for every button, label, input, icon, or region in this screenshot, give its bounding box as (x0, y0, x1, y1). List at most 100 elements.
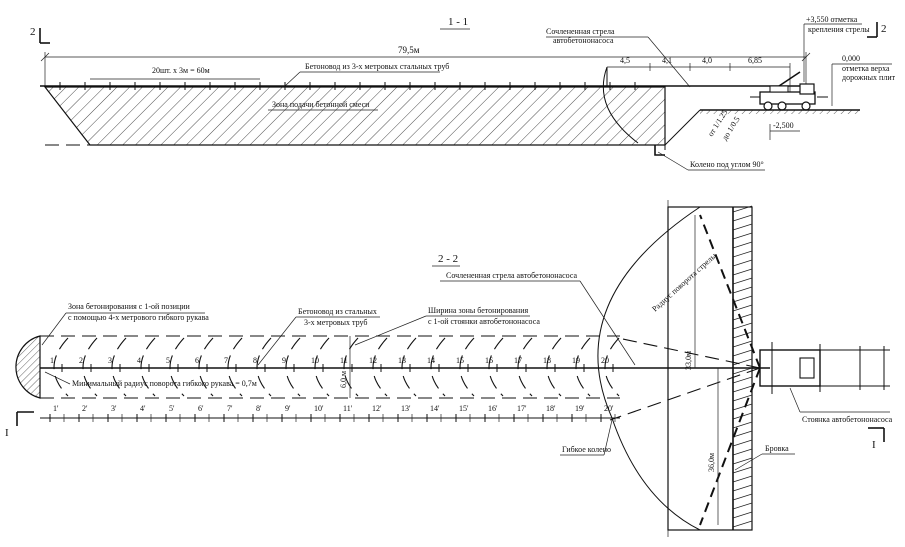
min-radius-label: Минимальный радиус поворота гибкого рука… (72, 379, 257, 388)
marker-i-right: I (872, 439, 876, 451)
embankment-hatch (732, 520, 753, 528)
pipe-number: 15' (459, 404, 469, 413)
zone-first-1: Зона бетонирования с 1-ой позиции (68, 302, 191, 311)
embankment-hatch (732, 457, 753, 465)
position-number: 16 (485, 356, 493, 365)
pipe-number: 5' (169, 404, 175, 413)
mark-top-1: +3,550 отметка (806, 15, 858, 24)
position-arc (256, 337, 272, 397)
mark-zero-3: дорожных плит (842, 73, 896, 82)
pipe-number: 6' (198, 404, 204, 413)
position-arc (314, 337, 330, 397)
parking-label: Стоянка автобетононасоса (802, 415, 893, 424)
position-arc (488, 337, 504, 397)
embankment-hatch (732, 340, 753, 348)
position-arc (430, 337, 446, 397)
embankment-hatch (732, 259, 753, 267)
pipeline-label: Бетоновод из 3-х метровых стальных труб (305, 62, 449, 71)
position-number: 13 (398, 356, 406, 365)
brovka-label: Бровка (765, 444, 789, 453)
pipe-number: 14' (430, 404, 440, 413)
embankment-hatch (732, 484, 753, 492)
pipe-number: 19' (575, 404, 585, 413)
embankment-hatch (732, 241, 753, 249)
position-number: 11 (340, 356, 348, 365)
position-arc (604, 337, 620, 397)
section-2-title: 2 - 2 (438, 253, 458, 265)
pipe-number: 18' (546, 404, 556, 413)
pipe-number: 9' (285, 404, 291, 413)
position-number: 9 (282, 356, 286, 365)
position-number: 17 (514, 356, 522, 365)
embankment-hatch (732, 214, 753, 222)
dim-4-1: 4,1 (662, 56, 672, 65)
boom-radius-arc (597, 206, 701, 531)
section-marker-right: 2 (867, 22, 887, 38)
embankment-hatch (732, 331, 753, 339)
pipe-number: 2' (82, 404, 88, 413)
embankment-hatch (732, 358, 753, 366)
position-arc (343, 337, 359, 397)
embankment-hatch (732, 286, 753, 294)
pipe-number: 3' (111, 404, 117, 413)
dim-6-85: 6,85 (748, 56, 762, 65)
embankment-hatch (732, 268, 753, 276)
position-number: 8 (253, 356, 257, 365)
boom-arc-section (602, 66, 639, 144)
mark-zero-2: отметка верха (842, 64, 890, 73)
elbow-label: Колено под углом 90° (690, 160, 764, 169)
mark-bottom: -2,500 (773, 121, 794, 130)
pipe-number: 8' (256, 404, 262, 413)
embankment-hatch (732, 250, 753, 258)
pipe-number: 16' (488, 404, 498, 413)
position-arc (169, 337, 185, 397)
position-number: 6 (195, 356, 199, 365)
embankment-hatch (732, 475, 753, 483)
width-dimension: 6,0 м (339, 336, 351, 398)
position-number: 15 (456, 356, 464, 365)
dim-4-0: 4,0 (702, 56, 712, 65)
pump-truck-plan (752, 342, 890, 394)
pipes-count-note: 20шт. х 3м = 60м (152, 66, 210, 75)
span-dims: 33,0м 36,0м (684, 215, 719, 525)
position-number: 4 (137, 356, 141, 365)
position-arc (111, 337, 127, 397)
position-arc (372, 337, 388, 397)
pipe-number: 20' (604, 404, 614, 413)
position-number: 12 (369, 356, 377, 365)
position-number: 5 (166, 356, 170, 365)
boom-position-lower (699, 367, 761, 526)
position-arc (285, 337, 301, 397)
position-arc (575, 337, 591, 397)
section-marker-left: 2 (30, 26, 50, 44)
embankment-hatch (732, 313, 753, 321)
position-arc (227, 337, 243, 397)
embankment-hatch (732, 367, 753, 375)
pipe-number: 17' (517, 404, 527, 413)
embankment (732, 205, 753, 528)
boom-dimension-chain: 4,5 4,1 4,0 6,85 (607, 56, 791, 92)
position-arc (459, 337, 475, 397)
span-36: 36,0м (707, 453, 716, 472)
section-marker-left-label: 2 (30, 26, 36, 38)
flex-elbow-label: Гибкое колено (562, 445, 611, 454)
elbow-90: Колено под углом 90° (654, 145, 765, 171)
width-value: 6,0 м (339, 371, 348, 388)
mark-zero-1: 0,000 (842, 54, 860, 63)
position-number: 14 (427, 356, 435, 365)
position-arc (82, 337, 98, 397)
section-marker-right-label: 2 (881, 23, 887, 35)
position-number: 1 (50, 356, 54, 365)
span-33: 33,0м (684, 351, 693, 370)
position-number: 3 (108, 356, 112, 365)
position-number: 20 (601, 356, 609, 365)
pipeline-plan-2: 3-х метровых труб (304, 318, 367, 327)
embankment-hatch (732, 232, 753, 240)
boom-position-upper (699, 214, 761, 369)
section-marker-i-left: I (5, 411, 34, 439)
boom-plan-label: Сочлененная стрела автобетононасоса (446, 271, 577, 280)
width-zone-2: с 1-ой стоянки автобетононасоса (428, 317, 540, 326)
pipe-number: 10' (314, 404, 324, 413)
